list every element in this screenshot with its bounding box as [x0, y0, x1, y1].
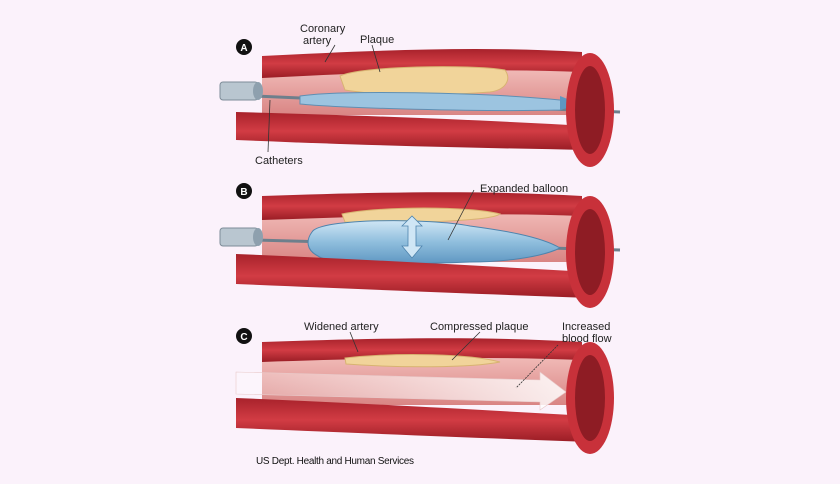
- compressed-plaque: [344, 354, 501, 368]
- step-label-c: C: [240, 332, 247, 343]
- expansion-arrow: [401, 215, 423, 259]
- blood-flow-arrow: [235, 371, 567, 411]
- step-label-b: B: [240, 187, 247, 198]
- leader-compressed-plaque: [451, 331, 481, 361]
- panel-c: C Widened artery Compressed plaque Incre…: [235, 321, 614, 454]
- artery-opening-inner-b: [575, 209, 605, 295]
- credit-text: US Dept. Health and Human Services: [256, 456, 414, 467]
- step-label-a: A: [240, 43, 247, 54]
- leader-catheters: [267, 99, 271, 153]
- label-blood-flow: blood flow: [562, 333, 612, 345]
- artery-top-wall-a: [262, 49, 582, 78]
- leader-widened-artery: [349, 331, 359, 353]
- artery-opening-inner-c: [575, 355, 605, 441]
- leader-balloon: [447, 189, 475, 241]
- expanded-balloon: [307, 220, 562, 265]
- leader-blood-flow: [515, 344, 559, 389]
- label-catheters: Catheters: [255, 155, 303, 167]
- label-increased: Increased: [562, 321, 610, 333]
- plaque-a: [339, 66, 509, 96]
- label-widened-artery: Widened artery: [304, 321, 379, 333]
- catheter-sheath-b: [219, 227, 259, 247]
- label-compressed-plaque: Compressed plaque: [430, 321, 528, 333]
- step-marker-c: [236, 328, 252, 344]
- panel-b: B Expanded balloon: [219, 183, 621, 308]
- label-coronary: Coronary: [300, 23, 346, 35]
- artery-top-wall-c: [262, 338, 582, 362]
- artery-top-wall-b: [262, 192, 582, 220]
- label-expanded-balloon: Expanded balloon: [480, 183, 568, 195]
- label-plaque: Plaque: [360, 34, 394, 46]
- artery-bottom-wall-a: [236, 112, 590, 150]
- artery-bottom-wall-c: [236, 398, 590, 442]
- catheter-tip-a: [253, 82, 263, 100]
- step-marker-a: [236, 39, 252, 55]
- artery-opening-inner-a: [575, 66, 605, 154]
- panel-a: A Coronary artery Plaque Catheters: [219, 23, 621, 167]
- catheter-sheath-a: [219, 81, 259, 101]
- leader-plaque: [371, 44, 381, 73]
- step-marker-b: [236, 183, 252, 199]
- leader-coronary: [324, 44, 336, 63]
- catheter-tip-b: [253, 228, 263, 246]
- artery-bottom-wall-b: [236, 254, 590, 298]
- label-artery: artery: [303, 35, 332, 47]
